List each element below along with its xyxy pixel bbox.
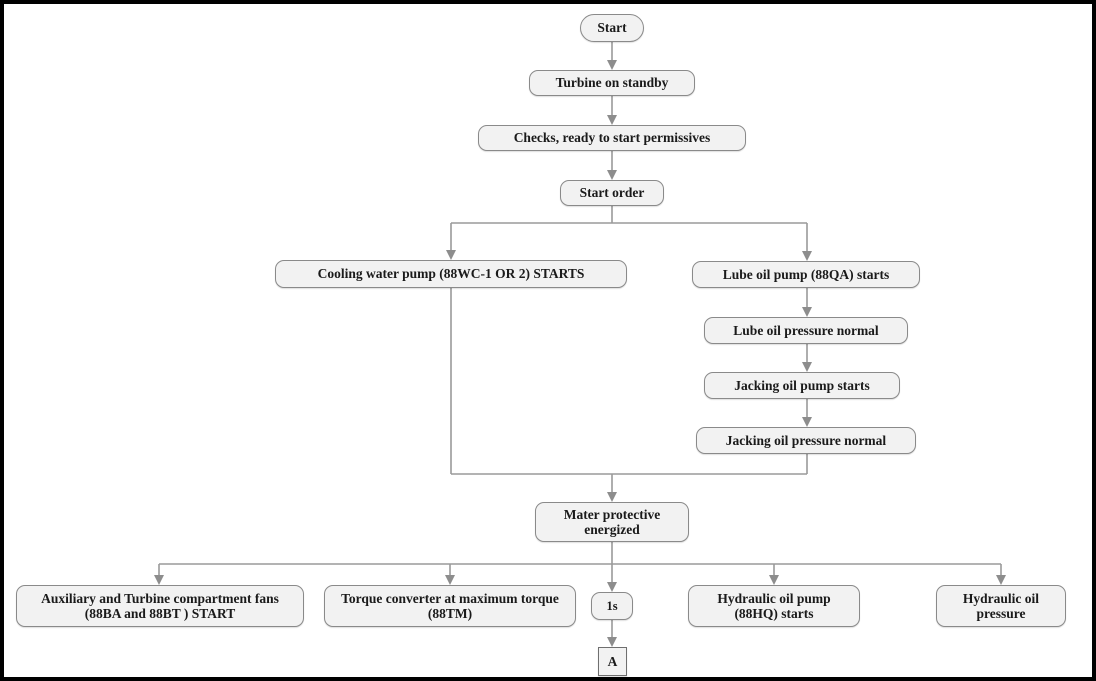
- node-hydraulic-oil-pump[interactable]: Hydraulic oil pump (88HQ) starts: [688, 585, 860, 627]
- node-cooling-water-pump[interactable]: Cooling water pump (88WC-1 OR 2) STARTS: [275, 260, 627, 288]
- node-start-order[interactable]: Start order: [560, 180, 664, 206]
- node-lube-oil-pressure-normal[interactable]: Lube oil pressure normal: [704, 317, 908, 344]
- node-start-order-label: Start order: [579, 185, 645, 201]
- node-torque-converter-label: Torque converter at maximum torque (88TM…: [341, 590, 559, 621]
- edge-master-protective-fanout: [154, 542, 1006, 592]
- node-hydraulic-oil-pump-label: Hydraulic oil pump (88HQ) starts: [717, 590, 831, 621]
- edge-merge-to-master-protective: [450, 288, 808, 502]
- node-checks-ready-to-start-permissives-label: Checks, ready to start permissives: [513, 130, 711, 146]
- node-lube-oil-pump-label: Lube oil pump (88QA) starts: [722, 266, 890, 282]
- edge-jacking-pump-to-jacking-pressure: [802, 399, 812, 427]
- node-start[interactable]: Start: [580, 14, 644, 42]
- edge-start-order-split: [446, 206, 812, 261]
- edge-turbine-standby-to-checks: [607, 96, 617, 125]
- edge-delay-to-connector-a: [607, 620, 617, 647]
- node-master-protective-energized[interactable]: Mater protective energized: [535, 502, 689, 542]
- node-start-label: Start: [597, 20, 627, 36]
- node-turbine-on-standby[interactable]: Turbine on standby: [529, 70, 695, 96]
- connector-layer: [154, 42, 1006, 647]
- node-torque-converter[interactable]: Torque converter at maximum torque (88TM…: [324, 585, 576, 627]
- node-master-protective-energized-label: Mater protective energized: [563, 506, 661, 537]
- node-cooling-water-pump-label: Cooling water pump (88WC-1 OR 2) STARTS: [317, 266, 585, 282]
- node-connector-a-label: A: [607, 653, 618, 669]
- node-auxiliary-turbine-fans-label: Auxiliary and Turbine compartment fans (…: [41, 590, 279, 621]
- edge-lube-pump-to-lube-pressure: [802, 288, 812, 317]
- node-jacking-oil-pressure-normal[interactable]: Jacking oil pressure normal: [696, 427, 916, 454]
- node-lube-oil-pressure-normal-label: Lube oil pressure normal: [733, 322, 879, 338]
- node-turbine-on-standby-label: Turbine on standby: [555, 75, 669, 91]
- node-connector-a[interactable]: A: [598, 647, 627, 676]
- node-lube-oil-pump[interactable]: Lube oil pump (88QA) starts: [692, 261, 920, 288]
- edge-start-to-turbine-standby: [607, 42, 617, 70]
- node-jacking-oil-pressure-normal-label: Jacking oil pressure normal: [725, 432, 887, 448]
- node-delay-1s[interactable]: 1s: [591, 592, 633, 620]
- node-hydraulic-oil-pressure-label: Hydraulic oil pressure: [962, 590, 1040, 621]
- node-jacking-oil-pump[interactable]: Jacking oil pump starts: [704, 372, 900, 399]
- node-auxiliary-turbine-fans[interactable]: Auxiliary and Turbine compartment fans (…: [16, 585, 304, 627]
- node-checks-ready-to-start-permissives[interactable]: Checks, ready to start permissives: [478, 125, 746, 151]
- edge-lube-pressure-to-jacking-pump: [802, 344, 812, 372]
- node-hydraulic-oil-pressure[interactable]: Hydraulic oil pressure: [936, 585, 1066, 627]
- node-jacking-oil-pump-label: Jacking oil pump starts: [734, 377, 870, 393]
- edge-checks-to-start-order: [607, 151, 617, 180]
- node-delay-1s-label: 1s: [606, 599, 618, 613]
